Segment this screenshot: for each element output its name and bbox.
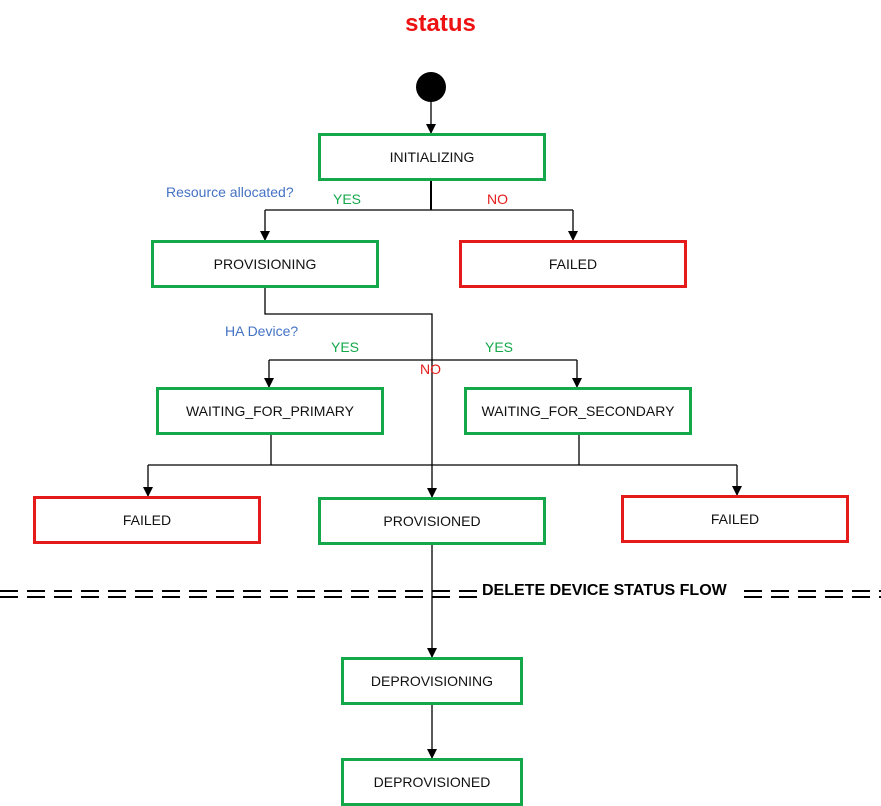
diagram-title: status [405, 10, 476, 37]
state-initializing: INITIALIZING [318, 133, 546, 181]
arrow-provisioning-to-provisioned [264, 288, 437, 498]
branch-yes-primary: YES [331, 339, 360, 355]
state-deprovisioned: DEPROVISIONED [341, 758, 523, 806]
decision-ha-device: HA Device? [225, 323, 299, 339]
branch-no-resource: NO [487, 191, 508, 207]
state-deprovisioning: DEPROVISIONING [341, 657, 523, 705]
decision-resource-allocated: Resource allocated? [166, 184, 294, 200]
state-failed-initial: FAILED [459, 240, 687, 288]
start-node [416, 72, 446, 102]
state-provisioning: PROVISIONING [151, 240, 379, 288]
state-waiting-for-secondary: WAITING_FOR_SECONDARY [464, 387, 692, 435]
delete-flow-separator-label: DELETE DEVICE STATUS FLOW [478, 582, 731, 600]
state-failed-left: FAILED [33, 496, 261, 544]
state-waiting-for-primary: WAITING_FOR_PRIMARY [156, 387, 384, 435]
branch-no-ha: NO [420, 361, 441, 377]
branch-yes-resource: YES [333, 191, 362, 207]
branch-yes-secondary: YES [485, 339, 514, 355]
state-provisioned: PROVISIONED [318, 497, 546, 545]
state-failed-right: FAILED [621, 495, 849, 543]
